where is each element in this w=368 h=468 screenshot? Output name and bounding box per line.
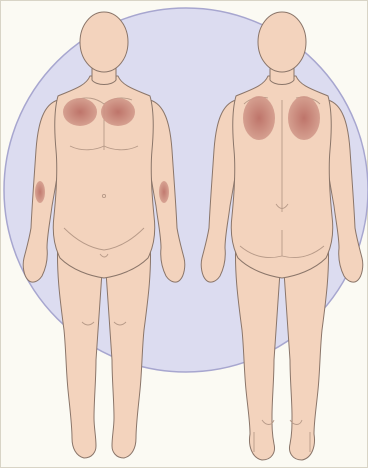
- front-chest-right-area: [101, 98, 135, 126]
- front-inner-elbow-left-area: [35, 181, 45, 203]
- back-head: [258, 12, 306, 72]
- back-upper-left-area: [243, 96, 275, 140]
- front-chest-left-area: [63, 98, 97, 126]
- back-upper-right-area: [288, 96, 320, 140]
- front-inner-elbow-right-area: [159, 181, 169, 203]
- front-head: [80, 12, 128, 72]
